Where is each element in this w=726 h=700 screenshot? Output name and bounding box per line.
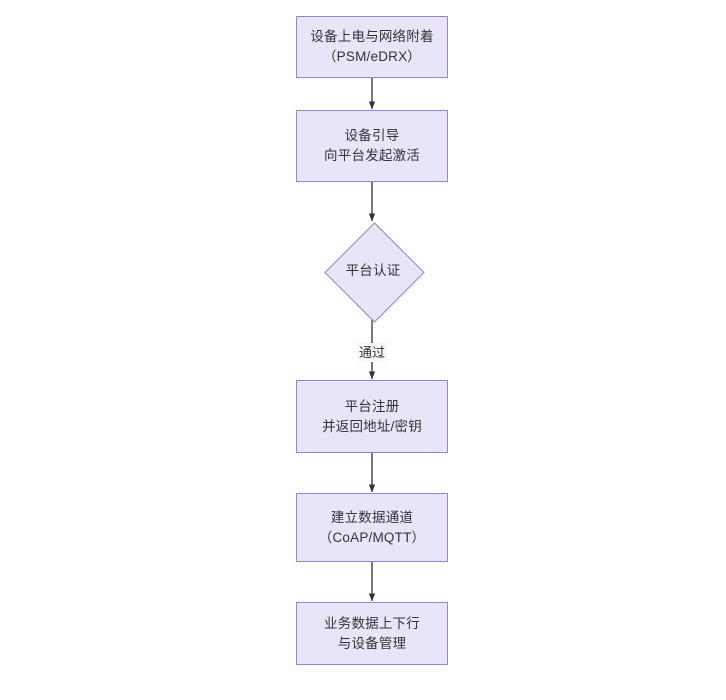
node-label-power-on-line-2: （PSM/eDRX） <box>322 49 422 64</box>
edge-label-e3: 通过 <box>356 342 387 362</box>
node-label-service-data-line-2: 与设备管理 <box>337 635 407 651</box>
node-label-platform-register-line-2: 并返回地址/密钥 <box>322 418 422 434</box>
node-label-bootstrap-line-2: 向平台发起激活 <box>324 148 420 163</box>
node-bootstrap[interactable]: 设备引导向平台发起激活 <box>296 110 448 182</box>
node-data-channel[interactable]: 建立数据通道 （CoAP/MQTT） <box>296 493 448 562</box>
node-label-data-channel-line-1: 建立数据通道 <box>330 509 414 525</box>
node-label-service-data-line-1: 业务数据上下行 <box>324 615 420 631</box>
node-label-power-on-line-1: 设备上电与网络附着 <box>310 29 434 44</box>
node-power-on[interactable]: 设备上电与网络附着 （PSM/eDRX） <box>296 16 448 78</box>
node-label-platform-register-line-1: 平台注册 <box>344 398 400 414</box>
node-label-platform-auth: 平台认证 <box>345 263 401 278</box>
node-label-bootstrap-line-1: 设备引导 <box>344 128 400 143</box>
node-label-data-channel-line-2: （CoAP/MQTT） <box>318 529 426 545</box>
node-service-data[interactable]: 业务数据上下行与设备管理 <box>296 602 448 665</box>
node-platform-register[interactable]: 平台注册并返回地址/密钥 <box>296 380 448 453</box>
node-platform-auth[interactable]: 平台认证 <box>323 221 425 323</box>
